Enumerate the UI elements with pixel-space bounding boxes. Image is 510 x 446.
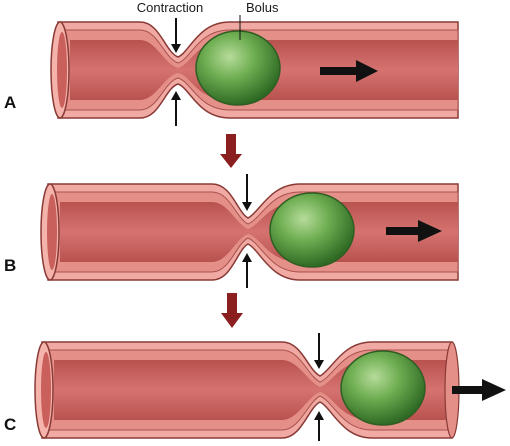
panel-letter-c: C (4, 415, 16, 434)
step-arrow-ab (220, 134, 242, 168)
bolus-c (340, 350, 426, 426)
esophagus-lumen-b (60, 202, 458, 262)
panel-letter-b: B (4, 256, 16, 275)
step-arrow-bc (221, 293, 243, 328)
motion-arrow-b (386, 220, 442, 242)
panel-c: C (4, 333, 506, 441)
motion-arrow-a (320, 60, 378, 82)
bolus-label: Bolus (246, 0, 279, 15)
panel-b: B (4, 174, 459, 288)
bolus-b (269, 192, 355, 268)
contraction-label: Contraction (137, 0, 203, 15)
bolus-a (195, 30, 281, 106)
motion-arrow-c (452, 379, 506, 401)
panel-a: Contraction Bolus A (4, 0, 459, 126)
panel-letter-a: A (4, 93, 16, 112)
